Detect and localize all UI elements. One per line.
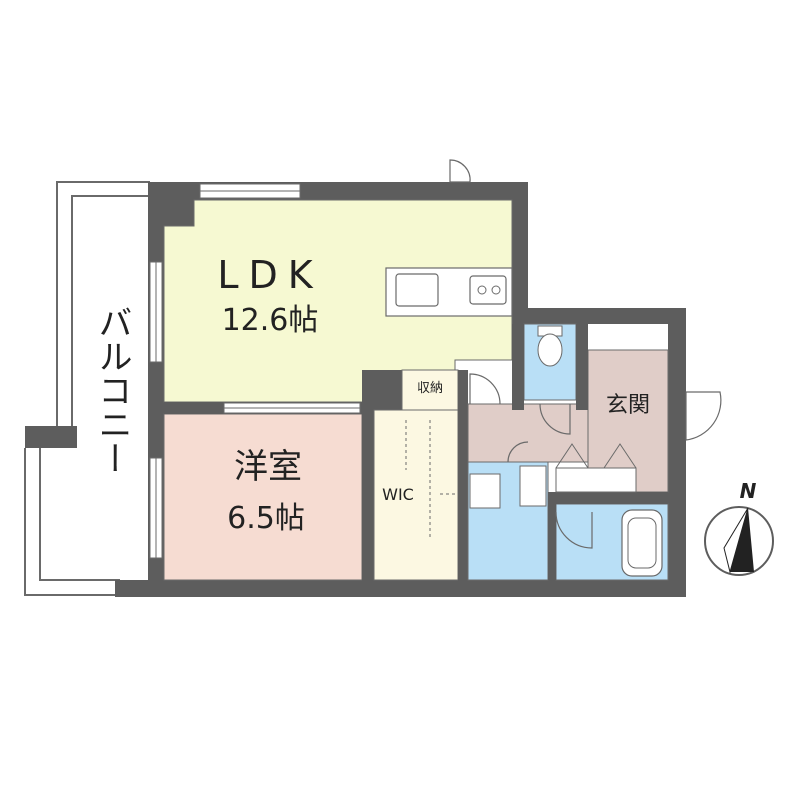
door-bath <box>555 511 593 549</box>
sliding-door-western <box>223 402 361 414</box>
balcony-label: バルコニー <box>92 305 132 475</box>
basin-icon <box>519 465 547 507</box>
sink-icon <box>395 273 439 307</box>
storage-floor <box>401 369 459 411</box>
door-entrance <box>685 391 722 441</box>
balcony <box>24 181 150 596</box>
door-washroom <box>507 441 529 463</box>
balcony-post <box>25 426 77 448</box>
window-top <box>199 183 301 199</box>
storage-label: 収納 <box>417 381 443 396</box>
ldk-room-name: LDK <box>217 253 322 297</box>
wall-toilet-east <box>576 324 588 410</box>
window-ldk <box>149 261 163 363</box>
western-room-size: 6.5帖 <box>227 501 305 536</box>
wic-floor <box>373 409 459 581</box>
bathtub-icon <box>621 509 663 577</box>
window-western <box>149 457 163 559</box>
western-room-floor <box>163 413 363 581</box>
shoe-cabinet <box>555 443 637 493</box>
hall-floor <box>467 403 589 463</box>
ldk-room-size: 12.6帖 <box>222 303 319 338</box>
wall-bath-north <box>548 492 668 504</box>
door-toilet <box>539 403 571 435</box>
toilet-icon <box>537 325 563 367</box>
western-room-name: 洋室 <box>234 447 302 487</box>
entrance-label: 玄関 <box>606 393 650 418</box>
door-hall <box>469 373 501 405</box>
wall-wash-bath <box>548 492 556 580</box>
wic-shelves <box>405 420 458 540</box>
wall-wic-east <box>458 370 468 582</box>
washer-icon <box>469 473 501 509</box>
compass: N <box>704 479 774 576</box>
door-top <box>449 159 471 183</box>
compass-arrow-icon <box>730 508 754 572</box>
wall-toilet-west <box>512 324 524 410</box>
compass-label: N <box>740 479 757 503</box>
kitchen-counter <box>385 267 513 317</box>
stove-icon <box>469 275 507 305</box>
wic-label: WIC <box>382 485 414 504</box>
